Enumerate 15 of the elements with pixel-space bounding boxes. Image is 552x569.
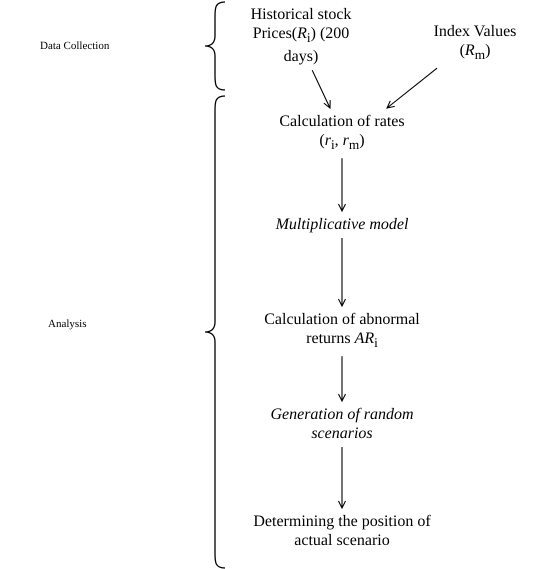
arrow <box>312 70 331 109</box>
arrow <box>338 447 346 509</box>
section-label: Analysis <box>48 318 86 330</box>
section-label: Data Collection <box>40 40 110 52</box>
arrow <box>338 356 346 402</box>
step-text: Index Values (R$_{m}$) <box>425 22 525 64</box>
arrow <box>338 238 346 307</box>
step-text: Multiplicative model <box>252 215 432 234</box>
step-text: Calculation of rates (r$_{i}$, r$_{m}$) <box>272 112 412 154</box>
step-text: Calculation of abnormal returns AR$_{i}$ <box>262 310 422 352</box>
step-text: Generation of random scenarios <box>257 405 427 443</box>
arrow <box>338 158 346 212</box>
step-text: Determining the position of actual scenario <box>236 512 448 550</box>
step-text: Historical stock Prices(R$_{i}$) (200 days) <box>245 5 357 66</box>
arrow <box>386 68 438 109</box>
